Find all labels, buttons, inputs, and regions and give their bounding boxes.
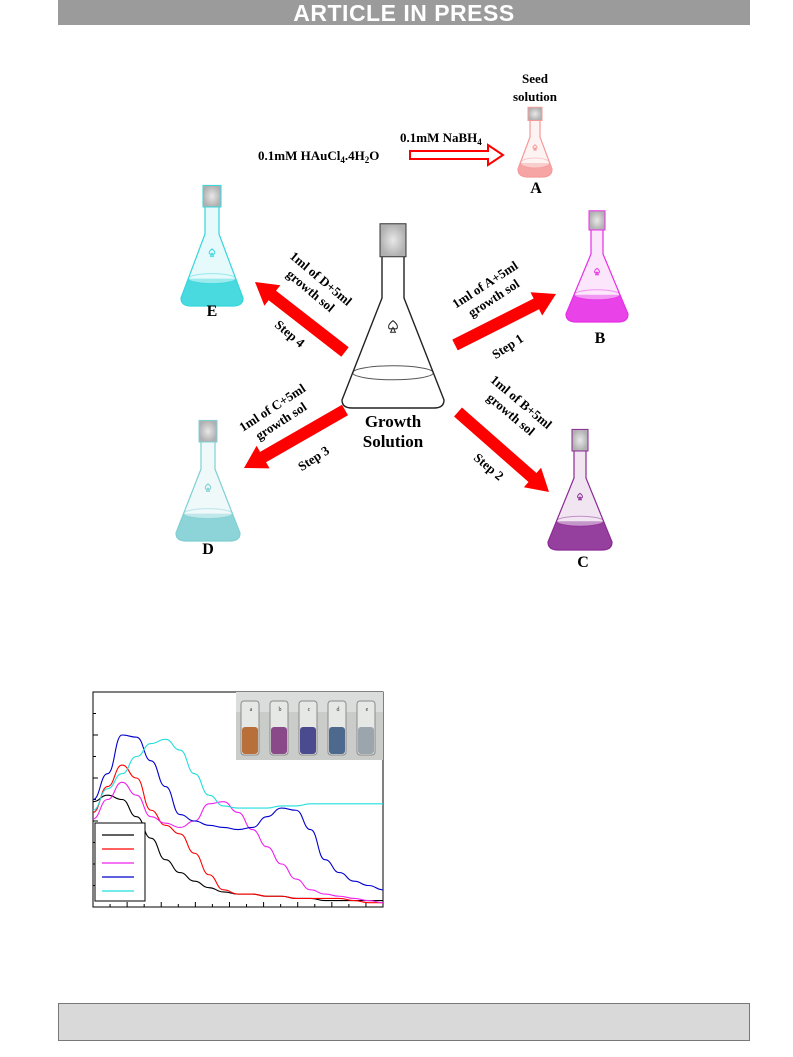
seed-label-line1: Seed	[522, 71, 549, 86]
flask-e	[180, 184, 244, 307]
article-in-press-banner: ARTICLE IN PRESS	[58, 0, 750, 26]
legend-box	[94, 822, 146, 902]
step3-arrow	[244, 404, 348, 469]
spectrum-series-line-2	[92, 764, 383, 904]
vial-liquid-2	[271, 727, 287, 754]
precursor-haucl4: 0.1mM HAuCl4.4H2O	[258, 148, 379, 165]
vial-label-4: d	[337, 707, 340, 713]
flask-label-d: D	[202, 541, 214, 558]
flask-label-a: A	[530, 180, 542, 197]
step4-arrow	[255, 282, 349, 357]
flask-label-e: E	[207, 303, 218, 320]
seed-label-line2: solution	[513, 89, 558, 104]
spectrum-series-line-3	[92, 781, 384, 904]
reaction-arrow	[409, 143, 505, 167]
vial-label-5: e	[366, 707, 369, 713]
flask-label-b: B	[595, 330, 606, 347]
step1-arrow	[452, 292, 556, 351]
flask-label-c: C	[577, 554, 589, 571]
vial-liquid-5	[358, 727, 374, 754]
step1-label: Step 1	[489, 331, 526, 362]
footer-bar	[58, 1003, 750, 1041]
vial-liquid-3	[300, 727, 316, 754]
reagent-nabh4: 0.1mM NaBH4	[400, 130, 482, 147]
vials-inset-photo: a b c d e	[236, 692, 383, 760]
flask-b	[565, 210, 629, 323]
synthesis-scheme-diagram: Seed solution 0.1mM NaBH4 0.1mM HAuCl4.4…	[175, 71, 629, 571]
flask-c	[547, 428, 613, 551]
vial-liquid-4	[329, 727, 345, 754]
spectrum-series-line-4	[92, 734, 384, 891]
seed-flask-a	[517, 106, 553, 178]
step2-arrow	[454, 407, 549, 492]
vial-liquid-1	[242, 727, 258, 754]
growth-solution-line1: Growth	[365, 412, 422, 431]
vial-label-3: c	[308, 707, 311, 713]
vial-label-1: a	[250, 707, 253, 713]
spectrum-series-line-5	[92, 738, 383, 811]
growth-solution-flask	[341, 223, 445, 409]
absorbance-spectrum-chart: a b c d e	[92, 691, 384, 908]
flask-d	[175, 419, 241, 542]
vial-label-2: b	[279, 707, 282, 713]
step3-label: Step 3	[295, 442, 332, 474]
growth-solution-line2: Solution	[363, 432, 424, 451]
